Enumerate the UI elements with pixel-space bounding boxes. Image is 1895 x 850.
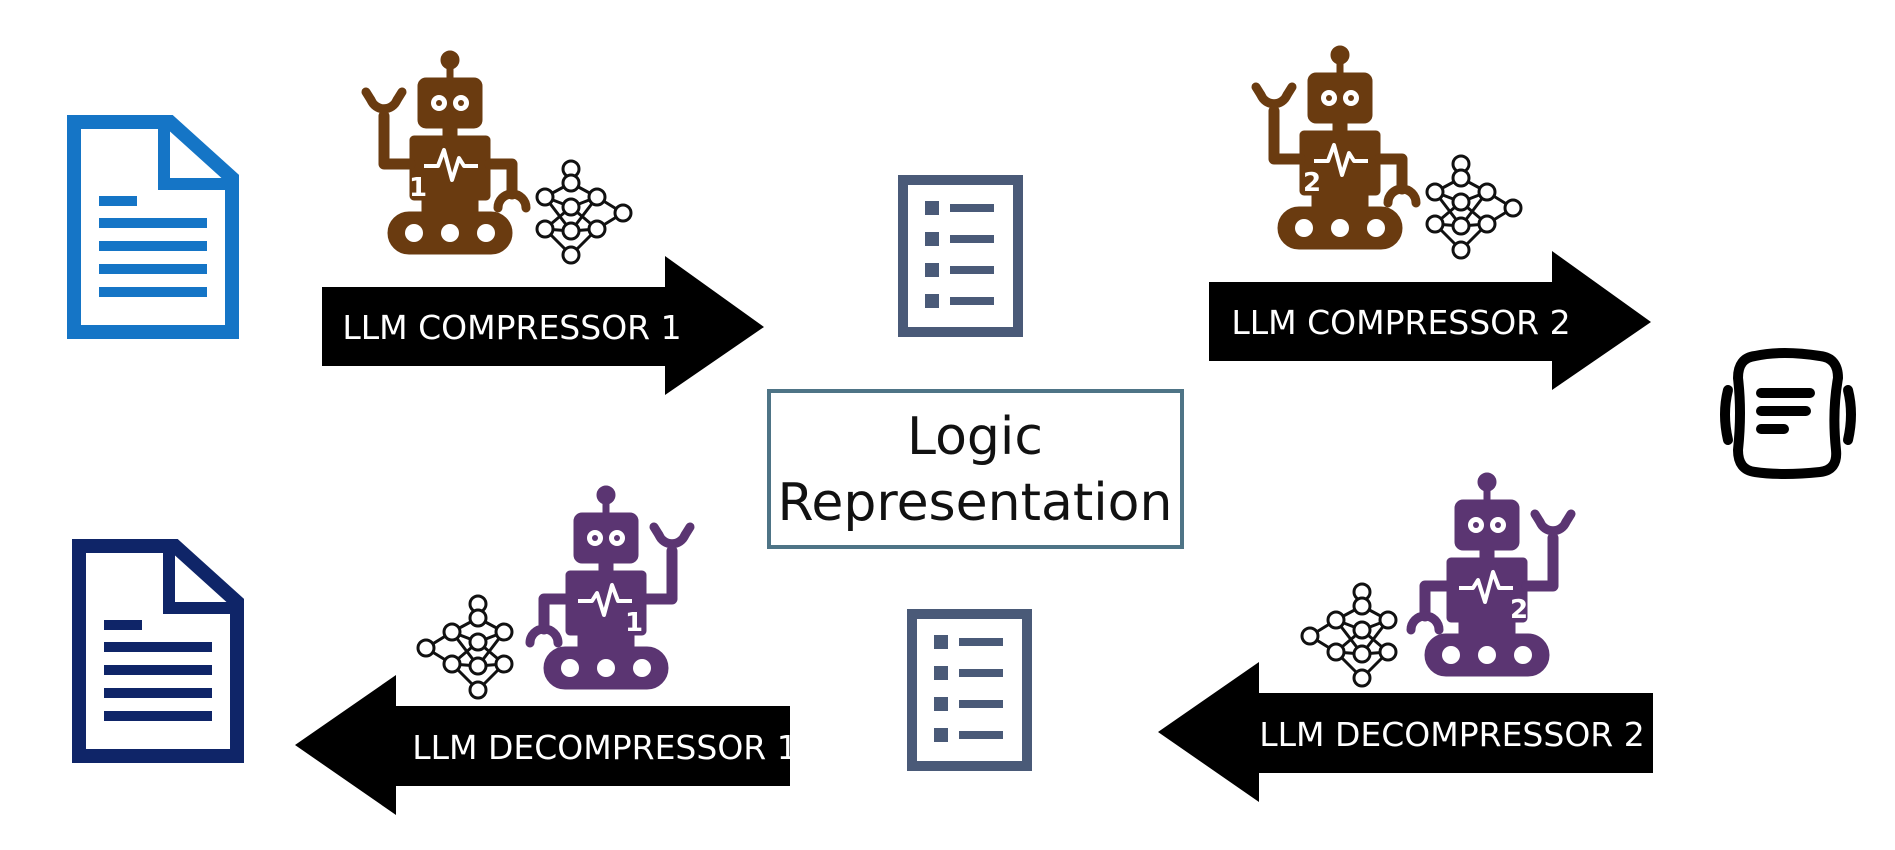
compressor-2-arrow: LLM COMPRESSOR 2 bbox=[1209, 251, 1651, 390]
compressor-2-robot-icon: 2 bbox=[1256, 46, 1416, 249]
output-document-icon bbox=[72, 539, 244, 763]
compressor-2-network-icon bbox=[1425, 154, 1523, 260]
compressor-1-network-icon bbox=[535, 159, 633, 265]
decompressor-2-label: LLM DECOMPRESSOR 2 bbox=[1259, 715, 1644, 754]
intermediate-list-bottom-icon bbox=[907, 609, 1032, 771]
decompressor-1-label: LLM DECOMPRESSOR 1 bbox=[412, 728, 797, 767]
compressor-1-robot-number: 1 bbox=[409, 173, 427, 203]
logic-representation-line2: Representation bbox=[778, 473, 1173, 533]
compressor-1-arrow: LLM COMPRESSOR 1 bbox=[322, 256, 764, 395]
decompressor-2-network-icon bbox=[1300, 582, 1398, 688]
source-document-icon bbox=[67, 115, 239, 339]
compressor-1-label: LLM COMPRESSOR 1 bbox=[342, 308, 681, 347]
compressor-1-robot-icon: 1 bbox=[366, 51, 526, 254]
logic-representation-line1: Logic bbox=[907, 407, 1043, 467]
compressed-note-icon bbox=[1720, 348, 1856, 479]
decompressor-1-network-icon bbox=[416, 594, 514, 700]
intermediate-list-top-icon bbox=[898, 175, 1023, 337]
decompressor-2-robot-icon: 2 bbox=[1411, 473, 1571, 676]
compressor-2-robot-number: 2 bbox=[1303, 168, 1321, 198]
decompressor-2-arrow: LLM DECOMPRESSOR 2 bbox=[1158, 662, 1653, 802]
decompressor-1-robot-icon: 1 bbox=[530, 486, 690, 689]
decompressor-2-robot-number: 2 bbox=[1510, 595, 1528, 625]
decompressor-1-arrow: LLM DECOMPRESSOR 1 bbox=[295, 675, 798, 815]
compressor-2-label: LLM COMPRESSOR 2 bbox=[1231, 303, 1570, 342]
decompressor-1-robot-number: 1 bbox=[625, 608, 643, 638]
logic-representation-box: Logic Representation bbox=[767, 389, 1184, 549]
